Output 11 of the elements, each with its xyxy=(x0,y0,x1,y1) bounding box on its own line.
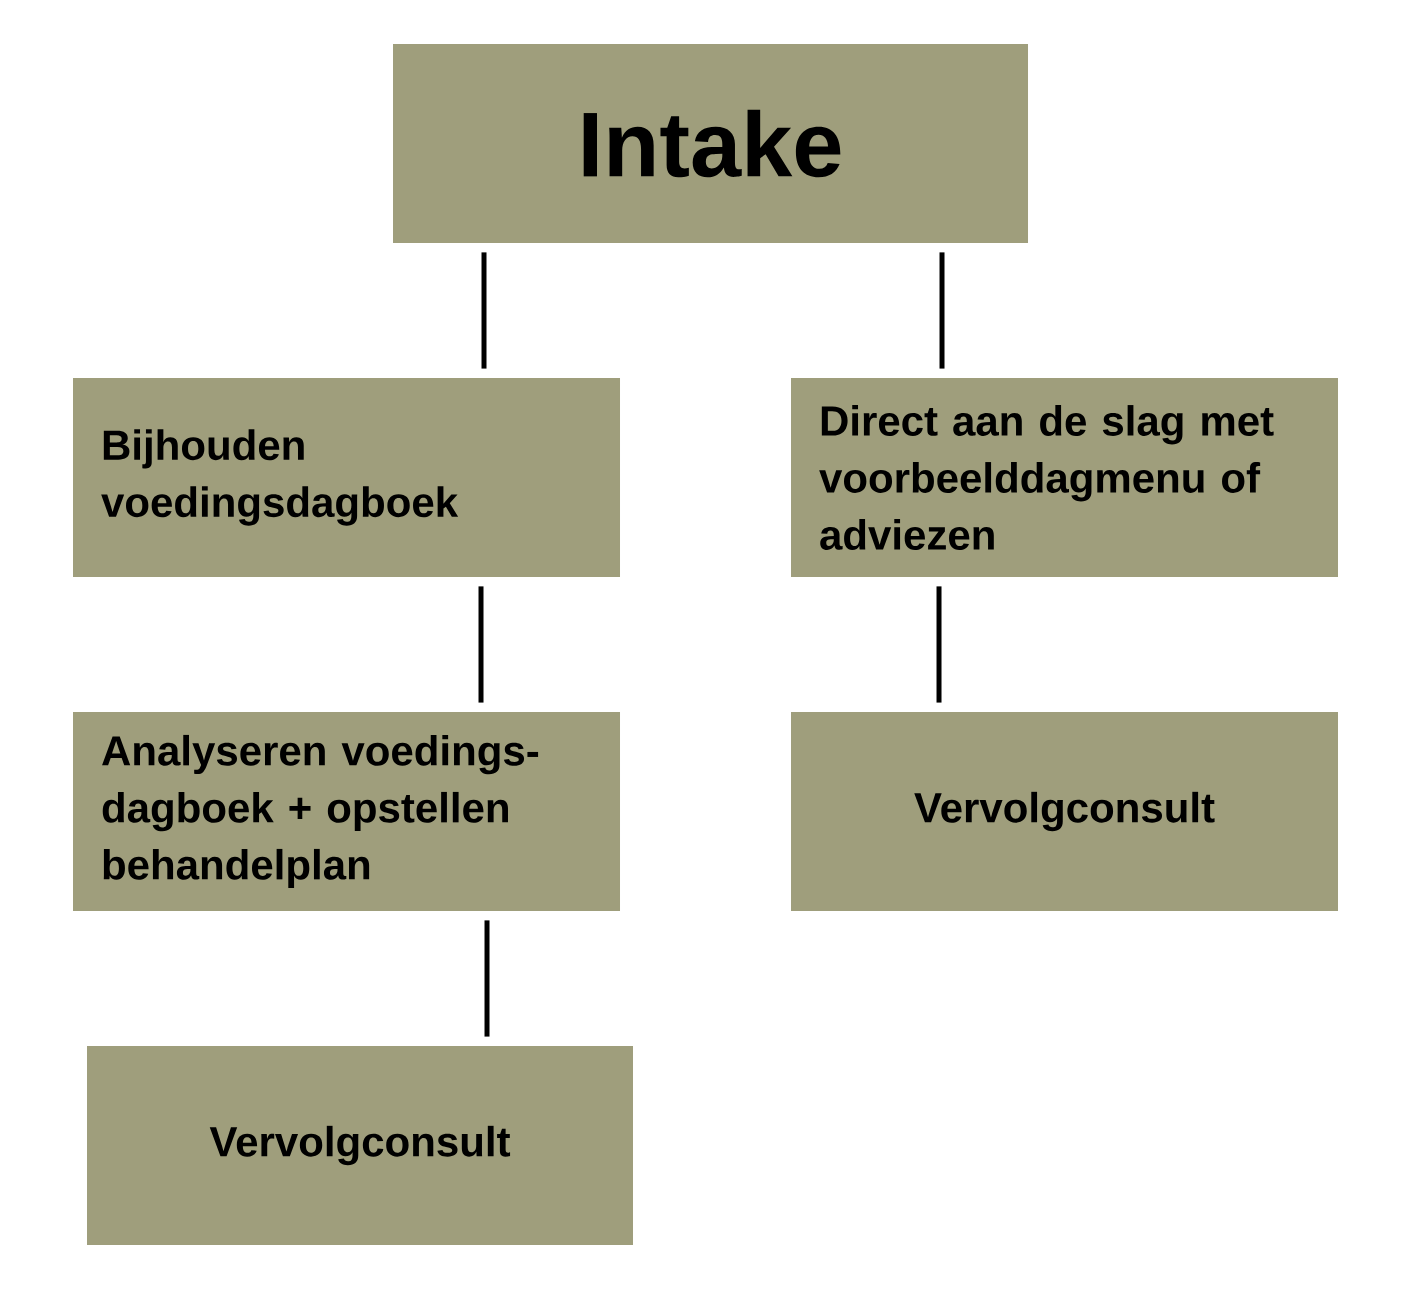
connector-line xyxy=(936,586,942,703)
process-box: Bijhouden voedingsdagboek xyxy=(73,378,620,577)
process-box: Vervolgconsult xyxy=(791,712,1338,911)
connector-line xyxy=(478,586,484,703)
connector-line xyxy=(484,920,490,1037)
process-box: Direct aan de slag met voorbeelddagmenu of adviezen xyxy=(791,378,1338,577)
connector-line xyxy=(939,252,945,369)
process-box: Intake xyxy=(393,44,1028,243)
process-box: Vervolgconsult xyxy=(87,1046,633,1245)
connector-line xyxy=(481,252,487,369)
process-box: Analyseren voedings- dagboek + opstellen behandelplan xyxy=(73,712,620,911)
